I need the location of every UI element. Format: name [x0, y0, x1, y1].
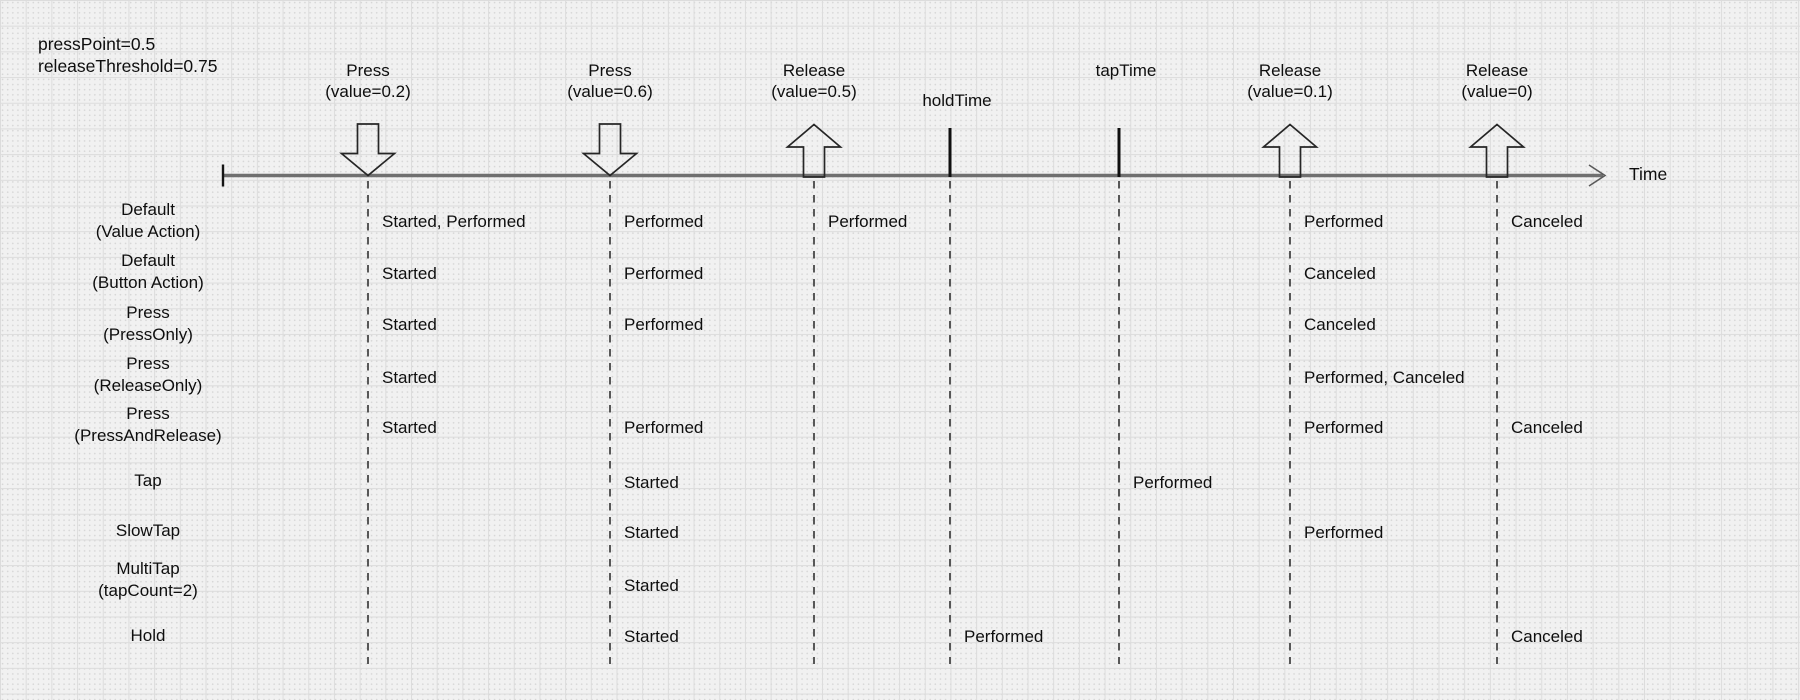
row-label-line1: Default: [121, 251, 175, 270]
phase-cell: Started: [382, 368, 437, 387]
release-up-arrow-icon: [1468, 123, 1526, 178]
row-label-multitap: MultiTap (tapCount=2): [8, 558, 288, 602]
row-label-press-pressandrelease: Press (PressAndRelease): [8, 403, 288, 447]
phase-cell: Performed: [964, 627, 1044, 646]
phase-cell: Canceled: [1304, 264, 1376, 283]
phase-cell: Started: [382, 264, 437, 283]
event-value: (value=0.5): [771, 82, 857, 101]
row-label-line1: Press: [126, 354, 170, 373]
event-label-release-0-1: Release (value=0.1): [1180, 60, 1400, 102]
press-down-arrow-icon: [581, 123, 639, 177]
parameters-annotation: pressPoint=0.5 releaseThreshold=0.75: [38, 34, 218, 77]
event-value: (value=0): [1461, 82, 1533, 101]
phase-cell: Performed: [624, 212, 704, 231]
release-up-arrow-icon: [785, 123, 843, 178]
phase-cell: Started: [624, 473, 679, 492]
release-up-arrow-icon: [1261, 123, 1319, 178]
row-label-default-value-action: Default (Value Action): [8, 199, 288, 243]
release-threshold-value: releaseThreshold=0.75: [38, 55, 218, 76]
event-label-release-0: Release (value=0): [1387, 60, 1607, 102]
phase-cell: Started: [624, 523, 679, 542]
phase-cell: Started: [624, 627, 679, 646]
row-label-default-button-action: Default (Button Action): [8, 250, 288, 294]
row-label-slowtap: SlowTap: [8, 520, 288, 542]
event-label-press-0-6: Press (value=0.6): [500, 60, 720, 102]
phase-cell: Canceled: [1511, 418, 1583, 437]
phase-cell: Started: [624, 576, 679, 595]
row-label-line1: Press: [126, 303, 170, 322]
row-label-line2: (Value Action): [95, 222, 201, 241]
tap-time-label: tapTime: [1095, 61, 1157, 80]
event-name: Release: [782, 61, 846, 80]
event-value: (value=0.6): [567, 82, 653, 101]
row-label-tap: Tap: [8, 470, 288, 492]
event-value: (value=0.1): [1247, 82, 1333, 101]
phase-cell: Performed: [624, 418, 704, 437]
row-label-press-pressonly: Press (PressOnly): [8, 302, 288, 346]
phase-cell: Canceled: [1511, 627, 1583, 646]
event-name: Press: [588, 61, 632, 80]
phase-cell: Performed: [1304, 523, 1384, 542]
phase-cell: Performed: [624, 315, 704, 334]
phase-cell: Canceled: [1511, 212, 1583, 231]
phase-cell: Performed, Canceled: [1304, 368, 1465, 387]
phase-cell: Performed: [1304, 418, 1384, 437]
phase-cell: Started: [382, 418, 437, 437]
phase-cell: Performed: [828, 212, 908, 231]
phase-cell: Performed: [1133, 473, 1213, 492]
row-label-line1: Press: [126, 404, 170, 423]
time-axis-arrowhead-icon: [1588, 164, 1607, 187]
time-axis-label: Time: [1629, 164, 1668, 184]
row-label-press-releaseonly: Press (ReleaseOnly): [8, 353, 288, 397]
phase-cell: Started, Performed: [382, 212, 526, 231]
phase-cell: Performed: [624, 264, 704, 283]
hold-time-label: holdTime: [922, 91, 992, 110]
phase-cell: Performed: [1304, 212, 1384, 231]
row-label-line2: (Button Action): [92, 273, 204, 292]
phase-cell: Canceled: [1304, 315, 1376, 334]
event-label-release-0-5: Release (value=0.5): [704, 60, 924, 102]
press-down-arrow-icon: [339, 123, 397, 177]
press-point-value: pressPoint=0.5: [38, 34, 156, 54]
row-label-hold: Hold: [8, 625, 288, 647]
row-label-line1: Hold: [130, 626, 166, 645]
row-label-line2: (ReleaseOnly): [93, 376, 203, 395]
event-value: (value=0.2): [325, 82, 411, 101]
row-label-line1: Tap: [134, 471, 162, 490]
event-name: Release: [1258, 61, 1322, 80]
row-label-line2: (PressOnly): [103, 325, 193, 344]
phase-cell: Started: [382, 315, 437, 334]
row-label-line1: MultiTap: [116, 559, 180, 578]
row-label-line1: Default: [121, 200, 175, 219]
event-label-press-0-2: Press (value=0.2): [258, 60, 478, 102]
row-label-line2: (tapCount=2): [98, 581, 198, 600]
event-name: Release: [1465, 61, 1529, 80]
row-label-line1: SlowTap: [115, 521, 181, 540]
row-label-line2: (PressAndRelease): [74, 426, 222, 445]
event-name: Press: [346, 61, 390, 80]
